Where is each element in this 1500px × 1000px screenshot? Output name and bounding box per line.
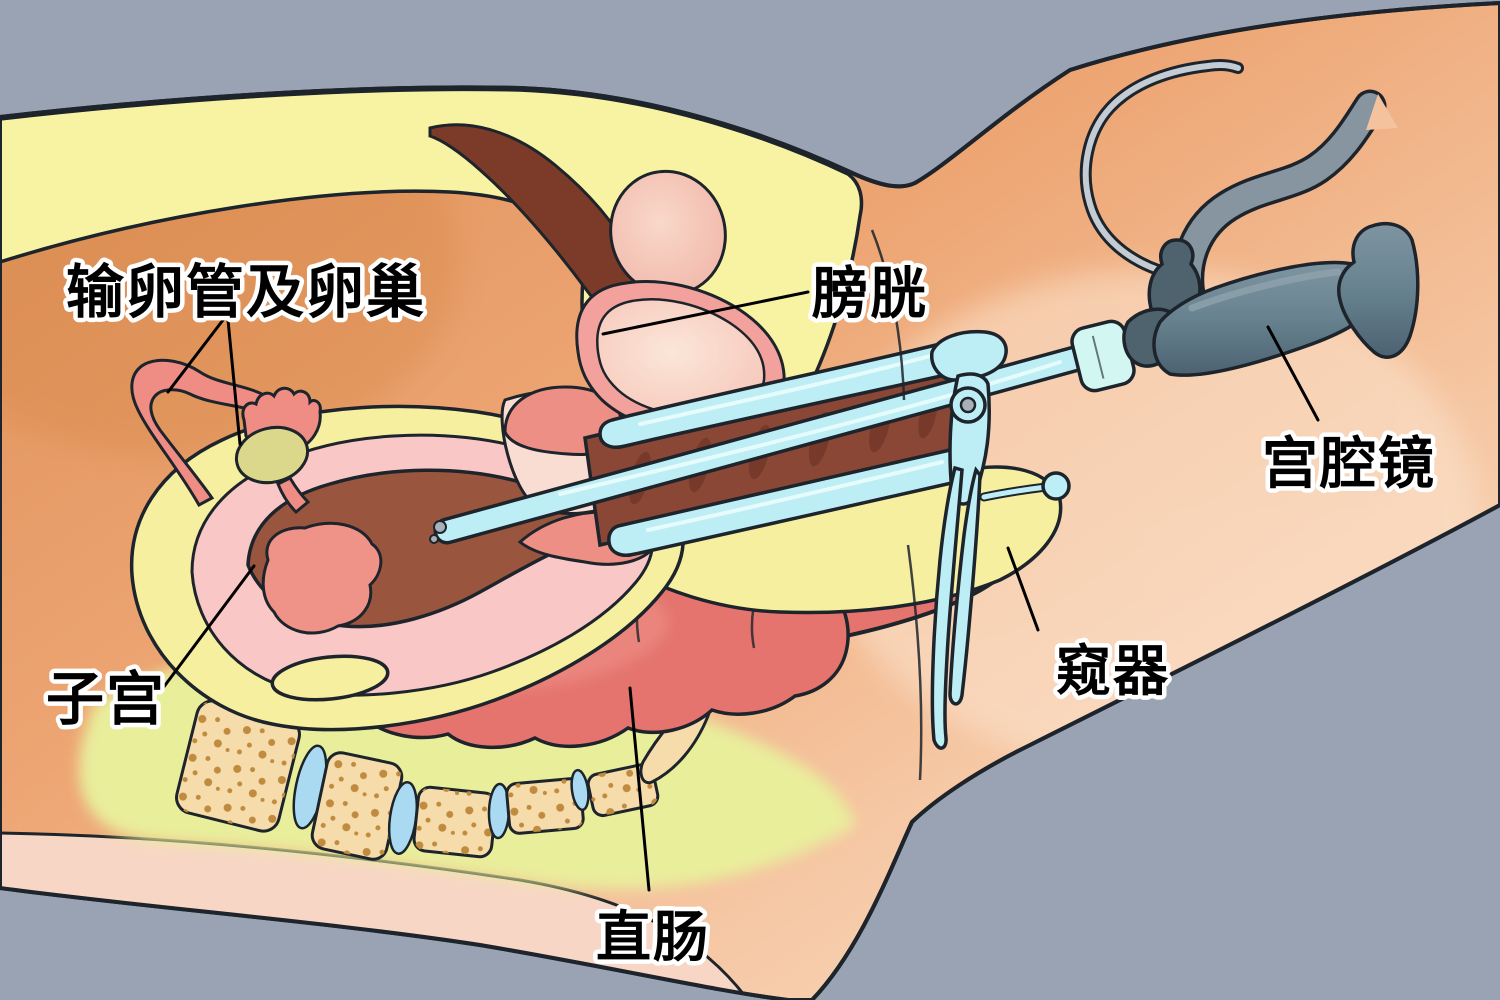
leader-bladder: [601, 290, 810, 336]
speculum-body: [930, 329, 1071, 750]
fallopian-tube-ovary: [130, 358, 322, 515]
leader-speculum: [1006, 546, 1040, 632]
speculum-shape: [598, 340, 984, 557]
leader-ovary: [226, 318, 242, 446]
leader-rectum: [628, 686, 651, 892]
uterine-polyp: [261, 521, 383, 635]
label-fallopian-ovary: 输卵管及卵巢: [66, 260, 426, 325]
label-speculum: 窥器: [1056, 640, 1170, 702]
leader-fallopian-tube: [166, 318, 225, 394]
peritoneal-pouch: [270, 654, 390, 702]
leader-hysteroscope: [1266, 325, 1320, 422]
scope-eyepiece: [1337, 221, 1420, 359]
fluid-bubble: [433, 520, 447, 534]
ovary-stalk: [276, 476, 311, 515]
label-bladder: 膀胱: [812, 262, 928, 325]
hysteroscope-instrument: [1070, 58, 1420, 393]
skin-fold: [906, 544, 923, 781]
tube-end-notch: [1366, 94, 1398, 130]
leader-uterus: [158, 564, 256, 694]
speculum-thumbscrew: [1041, 471, 1071, 501]
labels: 输卵管及卵巢 膀胱 宫腔镜 子宫 窥器 直肠: [42, 256, 1439, 973]
label-rectum: 直肠: [596, 906, 710, 968]
fluid-bubble: [429, 534, 439, 544]
speculum-handle: [948, 466, 982, 706]
spine: [175, 693, 712, 861]
hysteroscope-shaft: [429, 338, 1114, 545]
anatomy-group: [0, 58, 1480, 1000]
label-hysteroscope: 宫腔镜: [1262, 432, 1436, 495]
ovary: [234, 425, 310, 485]
skin-fold: [870, 229, 906, 401]
speculum-handle: [930, 465, 964, 750]
label-uterus: 子宫: [46, 667, 166, 732]
leader-lines: [158, 290, 1320, 892]
